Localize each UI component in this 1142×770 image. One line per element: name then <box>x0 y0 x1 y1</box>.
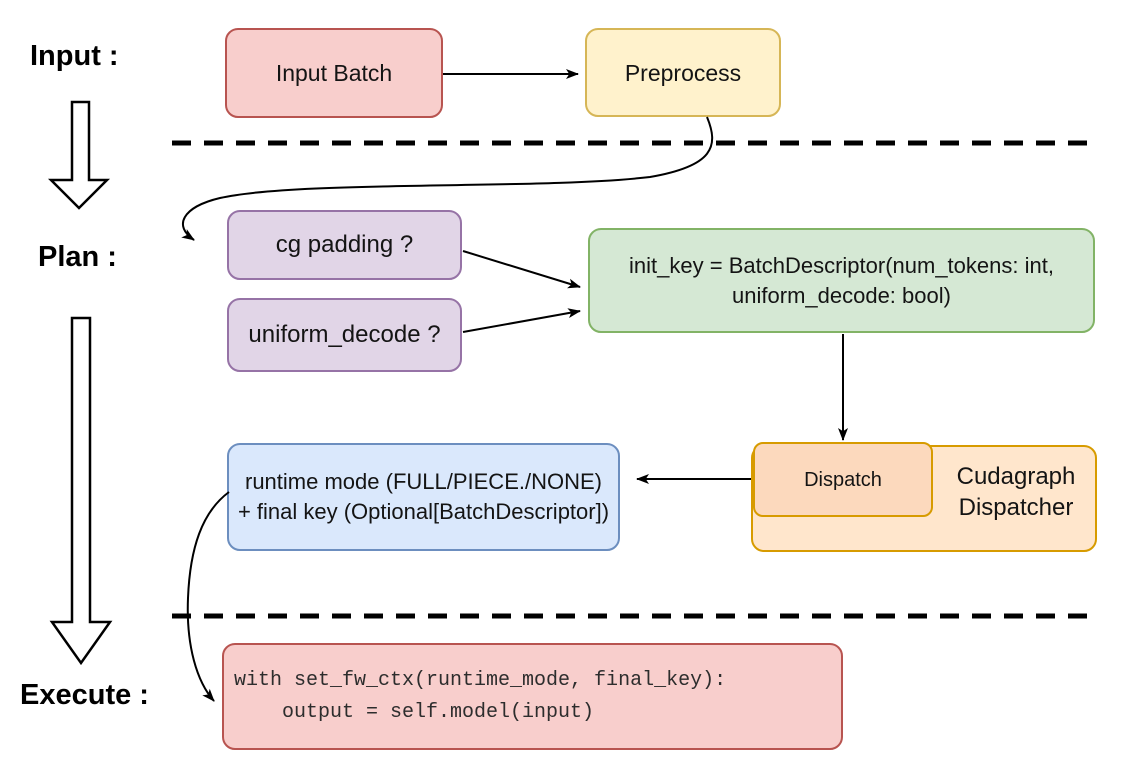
cudagraph-dispatcher-label-line1: Cudagraph <box>956 463 1076 490</box>
uniform-decode-to-init-key-arrow <box>462 308 581 333</box>
code-line-1: with set_fw_ctx(runtime_mode, final_key)… <box>234 668 727 692</box>
code-line-2: output = self.model(input) <box>234 700 595 724</box>
uniform-decode-node: uniform_decode ? <box>227 298 462 372</box>
runtime-mode-label-line1: runtime mode (FULL/PIECE./NONE) <box>245 469 602 494</box>
cudagraph-dispatcher-label: Cudagraph Dispatcher <box>935 461 1097 523</box>
plan-to-execute-phase-arrow <box>49 316 113 666</box>
plan-phase-label: Plan : <box>38 241 117 273</box>
runtime-mode-label-line2: + final key (Optional[BatchDescriptor]) <box>237 499 610 524</box>
init-key-node: init_key = BatchDescriptor(num_tokens: i… <box>588 228 1095 333</box>
cg-padding-node: cg padding ? <box>227 210 462 280</box>
execute-phase-label: Execute : <box>20 679 149 711</box>
cudagraph-dispatcher-label-line2: Dispatcher <box>958 494 1074 521</box>
input-to-plan-phase-arrow <box>47 100 111 210</box>
execute-code-node: with set_fw_ctx(runtime_mode, final_key)… <box>222 643 843 750</box>
input-batch-label: Input Batch <box>275 60 393 86</box>
init-key-label-line2: uniform_decode: bool) <box>732 282 951 308</box>
preprocess-node: Preprocess <box>585 28 781 117</box>
uniform-decode-label: uniform_decode ? <box>248 321 441 348</box>
input-batch-node: Input Batch <box>225 28 443 118</box>
dispatch-label: Dispatch <box>804 468 882 491</box>
preprocess-label: Preprocess <box>624 59 742 86</box>
init-key-label-line1: init_key = BatchDescriptor(num_tokens: i… <box>629 252 1054 278</box>
input-phase-label: Input : <box>30 40 119 72</box>
cg-padding-to-init-key-arrow <box>462 250 581 289</box>
dispatch-node: Dispatch <box>753 442 933 517</box>
cg-padding-label: cg padding ? <box>275 231 414 258</box>
runtime-mode-node: runtime mode (FULL/PIECE./NONE) + final … <box>227 443 620 551</box>
